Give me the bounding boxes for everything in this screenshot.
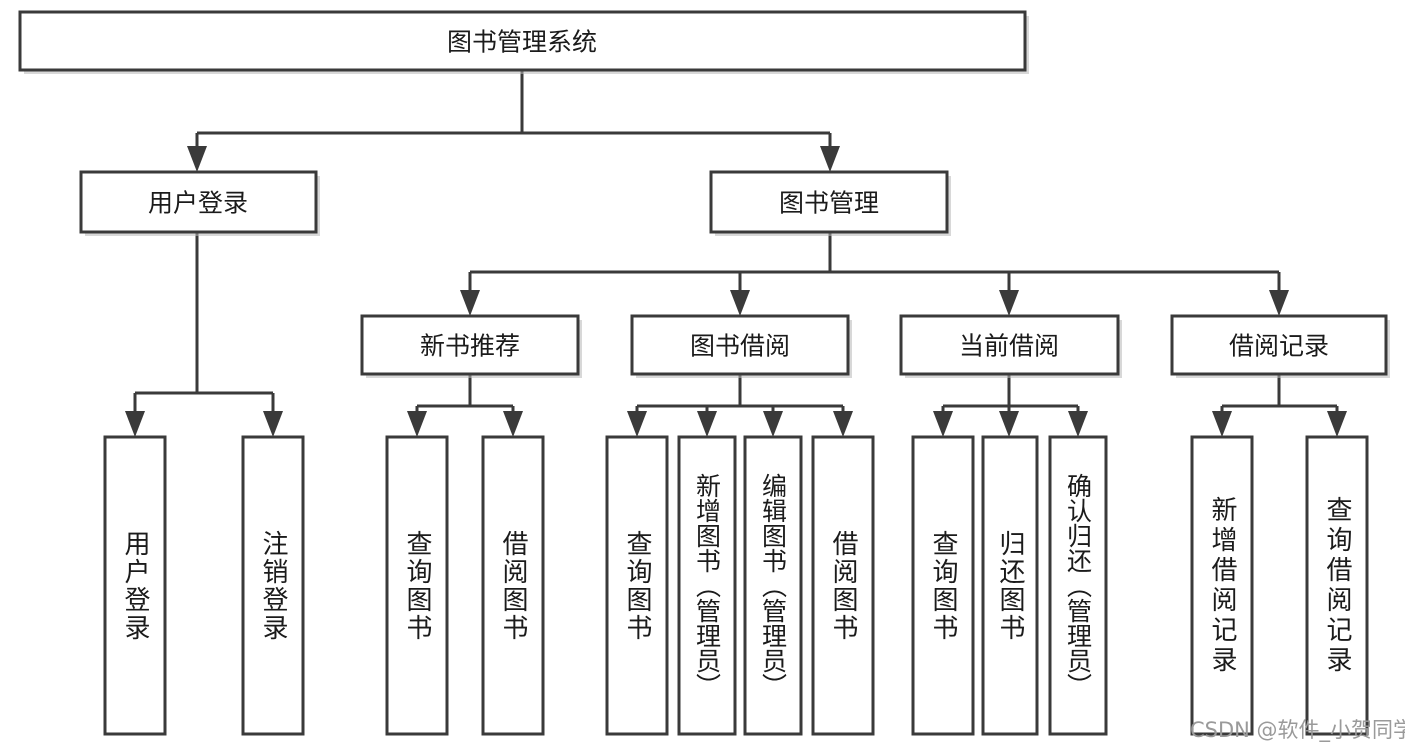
- box-leaf-query-book-2[interactable]: [605, 435, 669, 736]
- box-book-manage[interactable]: [709, 170, 949, 234]
- connector-group-book-manage: [460, 232, 1289, 316]
- label-leaf-logout: 注销登录: [258, 529, 288, 642]
- label-leaf-borrow-book-1: 借阅图书: [498, 529, 528, 642]
- arrowhead-book-manage: [820, 146, 840, 172]
- label-book-manage: 图书管理: [779, 189, 879, 218]
- arrowhead-leaf-query-record: [1327, 411, 1347, 437]
- arrowhead-leaf-logout: [263, 411, 283, 437]
- label-leaf-add-book: 新增图书（管理员）: [692, 473, 722, 698]
- connector-group-borrow-record: [1212, 374, 1347, 437]
- box-group-level1: [79, 170, 949, 234]
- box-group-root: [18, 10, 1027, 72]
- box-leaf-query-book-3[interactable]: [911, 435, 975, 736]
- box-group-leaves: [103, 435, 1369, 736]
- label-leaf-return-book: 归还图书: [995, 529, 1025, 642]
- box-leaf-query-record[interactable]: [1305, 435, 1369, 736]
- arrowhead-leaf-query-book-3: [933, 411, 953, 437]
- box-leaf-confirm-return[interactable]: [1048, 435, 1108, 736]
- box-leaf-logout[interactable]: [241, 435, 305, 736]
- label-leaf-query-book-3: 查询图书: [928, 529, 958, 642]
- arrowhead-leaf-add-book: [697, 411, 717, 437]
- box-group-level2: [360, 314, 1388, 376]
- label-leaf-query-book-2: 查询图书: [622, 529, 652, 642]
- arrowhead-leaf-borrow-book-1: [503, 411, 523, 437]
- box-book-borrow[interactable]: [630, 314, 850, 376]
- csdn-watermark: CSDN @软件_小贺同学: [1190, 718, 1405, 742]
- box-new-book-recommend[interactable]: [360, 314, 580, 376]
- box-leaf-add-record[interactable]: [1190, 435, 1254, 736]
- box-user-login[interactable]: [79, 170, 318, 234]
- label-leaf-user-login: 用户登录: [120, 529, 150, 642]
- box-leaf-edit-book[interactable]: [743, 435, 803, 736]
- label-current-borrow: 当前借阅: [959, 332, 1059, 361]
- box-leaf-query-book-1[interactable]: [385, 435, 449, 736]
- arrowhead-leaf-query-book-2: [627, 411, 647, 437]
- arrowhead-leaf-user-login: [125, 411, 145, 437]
- arrowhead-leaf-borrow-book-2: [833, 411, 853, 437]
- label-user-login: 用户登录: [148, 189, 248, 218]
- label-book-borrow: 图书借阅: [690, 332, 790, 361]
- label-leaf-query-record: 查询借阅记录: [1322, 495, 1352, 676]
- connector-group-root: [187, 70, 840, 172]
- box-leaf-user-login[interactable]: [103, 435, 167, 736]
- arrowhead-borrow-record: [1269, 290, 1289, 316]
- box-root[interactable]: [18, 10, 1027, 72]
- label-leaf-query-book-1: 查询图书: [402, 529, 432, 642]
- arrowhead-user-login: [187, 146, 207, 172]
- box-leaf-borrow-book-1[interactable]: [481, 435, 545, 736]
- arrowhead-leaf-return-book: [999, 411, 1019, 437]
- box-borrow-record[interactable]: [1170, 314, 1388, 376]
- label-root: 图书管理系统: [447, 28, 597, 57]
- connector-group-user-login: [125, 232, 283, 437]
- box-current-borrow[interactable]: [899, 314, 1120, 376]
- label-leaf-edit-book: 编辑图书（管理员）: [758, 473, 788, 698]
- label-new-book-recommend: 新书推荐: [420, 332, 520, 361]
- arrowhead-leaf-edit-book: [763, 411, 783, 437]
- box-leaf-return-book[interactable]: [981, 435, 1039, 736]
- arrowhead-leaf-query-book-1: [407, 411, 427, 437]
- label-borrow-record: 借阅记录: [1229, 332, 1329, 361]
- connector-group-current-borrow: [933, 374, 1088, 437]
- label-leaf-add-record: 新增借阅记录: [1207, 495, 1237, 676]
- arrowhead-current-borrow: [999, 290, 1019, 316]
- arrowhead-book-borrow: [730, 290, 750, 316]
- arrowhead-new-book-recommend: [460, 290, 480, 316]
- label-leaf-confirm-return: 确认归还（管理员）: [1063, 473, 1093, 698]
- arrowhead-leaf-confirm-return: [1068, 411, 1088, 437]
- arrowhead-leaf-add-record: [1212, 411, 1232, 437]
- box-leaf-add-book[interactable]: [677, 435, 737, 736]
- box-leaf-borrow-book-2[interactable]: [811, 435, 875, 736]
- connector-group-new-book-recommend: [407, 374, 523, 437]
- connector-group-book-borrow: [627, 374, 853, 437]
- label-leaf-borrow-book-2: 借阅图书: [828, 529, 858, 642]
